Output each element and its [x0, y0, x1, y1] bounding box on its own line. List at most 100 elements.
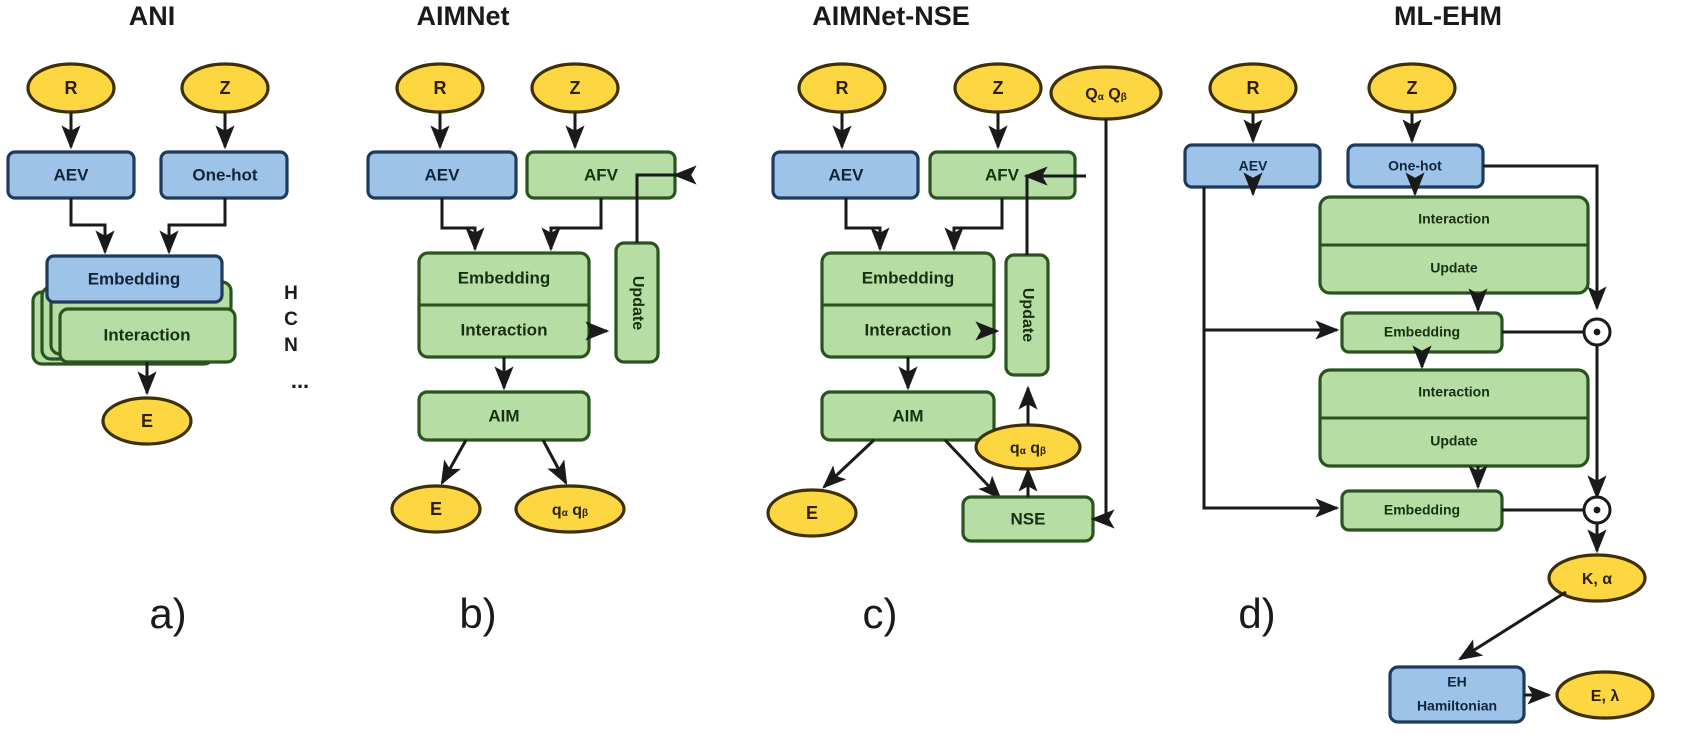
box-aim-aimnet-label: AIM — [488, 406, 519, 425]
node-input-r-aimnet-label: R — [434, 78, 447, 98]
rail-onehot-to-sum1-mlehm — [1483, 164, 1607, 311]
box-eh-hamiltonian-line1-mlehm: EH — [1447, 674, 1466, 690]
box-aev-aimnet-label: AEV — [425, 165, 461, 184]
panel-title-aimnet-nse: AIMNet-NSE — [812, 1, 970, 31]
node-input-z-ani-label: Z — [220, 78, 231, 98]
box-interaction2-mlehm-label: Interaction — [1418, 384, 1490, 400]
sum-node-2-mlehm — [1582, 495, 1612, 525]
box-embedding-1-mlehm: Embedding — [1340, 311, 1504, 354]
legend-ellipsis-ani: ... — [291, 368, 309, 393]
node-input-z-aimnet: Z — [530, 62, 620, 114]
edge-aev-to-embedding-ani — [69, 198, 115, 255]
sum-node-1-mlehm — [1582, 317, 1612, 347]
box-eh-hamiltonian-line2-mlehm: Hamiltonian — [1417, 698, 1497, 714]
legend-item-c-ani: C — [284, 309, 298, 330]
edge-afv-to-embedding-nse — [944, 198, 1004, 252]
box-update-nse: Update — [1004, 253, 1050, 377]
box-embedding-2-mlehm: Embedding — [1340, 489, 1504, 532]
node-params-k-alpha-mlehm: K, α — [1547, 553, 1647, 603]
panel-title-ani: ANI — [129, 1, 176, 31]
edge-aim-to-q-aimnet — [541, 439, 568, 486]
edge-onehot-to-embedding-ani — [159, 198, 227, 255]
box-update1-mlehm-label: Update — [1430, 260, 1478, 276]
panel-ml-ehm: ML-EHM R Z AEV One-hot — [1183, 1, 1655, 724]
node-input-z-mlehm: Z — [1367, 62, 1457, 114]
panel-ani: ANI R Z AEV One-hot — [6, 1, 309, 637]
box-embedding-ani: Embedding — [45, 254, 224, 304]
box-nse-nse: NSE — [961, 495, 1095, 543]
box-interaction-nse-label: Interaction — [865, 320, 952, 339]
edge-aim-to-e-nse — [822, 438, 876, 489]
node-output-e-ani-label: E — [141, 411, 153, 431]
box-aim-aimnet: AIM — [417, 390, 591, 442]
box-embedding-interaction-nse: Embedding Interaction — [820, 251, 996, 359]
edge-aim-to-e-aimnet — [440, 439, 468, 486]
box-embedding-nse-label: Embedding — [862, 268, 955, 287]
box-embedding1-mlehm-label: Embedding — [1384, 324, 1460, 340]
legend-item-h-ani: H — [284, 283, 298, 304]
node-input-total-charges-nse-label: Qα Qβ — [1085, 86, 1127, 103]
edge-afv-to-embedding-aimnet — [541, 198, 603, 252]
panel-title-aimnet: AIMNet — [417, 1, 510, 31]
edge-aev-to-embedding-nse — [844, 198, 890, 252]
box-aev-ani: AEV — [6, 150, 136, 200]
box-interaction1-mlehm-label: Interaction — [1418, 211, 1490, 227]
box-afv-nse-label: AFV — [985, 165, 1020, 184]
panel-aimnet-nse: AIMNet-NSE R Z Qα Qβ AEV AFV Embedd — [766, 1, 1163, 637]
box-embedding-interaction-aimnet: Embedding Interaction — [417, 251, 591, 359]
box-interaction-update-1-mlehm: Interaction Update — [1318, 195, 1590, 295]
box-aev-nse-label: AEV — [829, 165, 865, 184]
panel-letter-d: d) — [1238, 590, 1275, 637]
box-onehot-mlehm: One-hot — [1346, 143, 1485, 189]
box-aim-nse: AIM — [820, 390, 996, 442]
panel-aimnet: AIMNet R Z AEV AFV Embedding Interaction — [366, 1, 697, 637]
node-output-e-nse-label: E — [806, 503, 818, 523]
box-embedding-ani-label: Embedding — [88, 269, 181, 288]
box-aev-mlehm-label: AEV — [1239, 158, 1268, 174]
box-interaction-aimnet-label: Interaction — [461, 320, 548, 339]
box-aev-mlehm: AEV — [1183, 143, 1322, 189]
legend-item-n-ani: N — [284, 335, 298, 356]
panel-letter-b: b) — [459, 590, 496, 637]
rail-aev-bypass-mlehm — [1202, 187, 1326, 510]
node-input-z-aimnet-label: Z — [570, 78, 581, 98]
node-output-charges-aimnet: qα qβ — [514, 484, 626, 534]
box-eh-hamiltonian-mlehm: EH Hamiltonian — [1388, 665, 1526, 724]
node-input-r-mlehm-label: R — [1247, 78, 1260, 98]
node-input-z-nse-label: Z — [993, 78, 1004, 98]
node-output-charges-aimnet-label: qα qβ — [552, 502, 588, 519]
box-aev-ani-label: AEV — [54, 165, 90, 184]
panel-letter-c: c) — [863, 590, 898, 637]
node-params-k-alpha-mlehm-label: K, α — [1582, 571, 1612, 588]
box-embedding2-mlehm-label: Embedding — [1384, 502, 1460, 518]
box-update-aimnet: Update — [614, 241, 660, 364]
node-output-e-aimnet: E — [390, 484, 482, 534]
box-update2-mlehm-label: Update — [1430, 433, 1478, 449]
panel-title-ml-ehm: ML-EHM — [1394, 1, 1502, 31]
box-nse-nse-label: NSE — [1011, 509, 1046, 528]
panel-letter-a: a) — [149, 590, 186, 637]
edge-aev-to-embedding-aimnet — [440, 198, 485, 252]
node-charges-nse: qα qβ — [974, 423, 1082, 471]
node-input-r-nse: R — [797, 62, 887, 114]
node-input-total-charges-nse: Qα Qβ — [1049, 65, 1163, 121]
node-input-r-mlehm: R — [1208, 62, 1298, 114]
box-aim-nse-label: AIM — [892, 406, 923, 425]
node-input-r-ani: R — [26, 62, 116, 114]
box-embedding-aimnet-label: Embedding — [458, 268, 551, 287]
node-input-z-ani: Z — [180, 62, 270, 114]
box-afv-aimnet-label: AFV — [584, 165, 619, 184]
edge-aim-to-nse-nse — [943, 438, 1002, 500]
node-charges-nse-label: qα qβ — [1010, 440, 1046, 457]
node-input-r-aimnet: R — [395, 62, 485, 114]
box-aev-aimnet: AEV — [366, 150, 518, 200]
node-input-r-ani-label: R — [65, 78, 78, 98]
box-aev-nse: AEV — [771, 150, 920, 200]
box-interaction-ani-label: Interaction — [104, 325, 191, 344]
box-onehot-ani-label: One-hot — [192, 165, 257, 184]
node-output-e-nse: E — [766, 488, 858, 538]
box-update-nse-label: Update — [1019, 288, 1036, 342]
node-output-e-ani: E — [101, 396, 193, 446]
